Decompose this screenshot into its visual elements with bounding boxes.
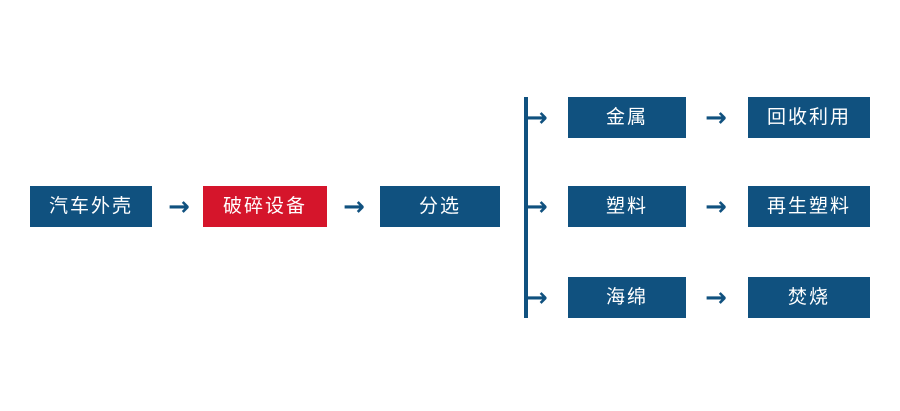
trunk-connector-line (524, 97, 528, 318)
node-plastic[interactable]: 塑料 (568, 186, 686, 227)
node-recycling-reuse[interactable]: 回收利用 (748, 97, 870, 138)
node-sponge[interactable]: 海绵 (568, 277, 686, 318)
branch-arrow-icon-top: → (526, 102, 548, 133)
arrow-right-icon-row-top: → (705, 102, 727, 133)
node-sorting[interactable]: 分选 (380, 186, 500, 227)
arrow-right-icon-row-middle: → (705, 191, 727, 222)
node-metal[interactable]: 金属 (568, 97, 686, 138)
arrow-right-icon-row-bottom: → (705, 282, 727, 313)
node-recycled-plastic[interactable]: 再生塑料 (748, 186, 870, 227)
arrow-right-icon-1: → (168, 191, 190, 222)
node-incineration[interactable]: 焚烧 (748, 277, 870, 318)
node-car-shell[interactable]: 汽车外壳 (30, 186, 152, 227)
branch-arrow-icon-bottom: → (526, 282, 548, 313)
branch-arrow-icon-middle: → (526, 191, 548, 222)
arrow-right-icon-2: → (343, 191, 365, 222)
node-shredding-equipment[interactable]: 破碎设备 (203, 186, 327, 227)
